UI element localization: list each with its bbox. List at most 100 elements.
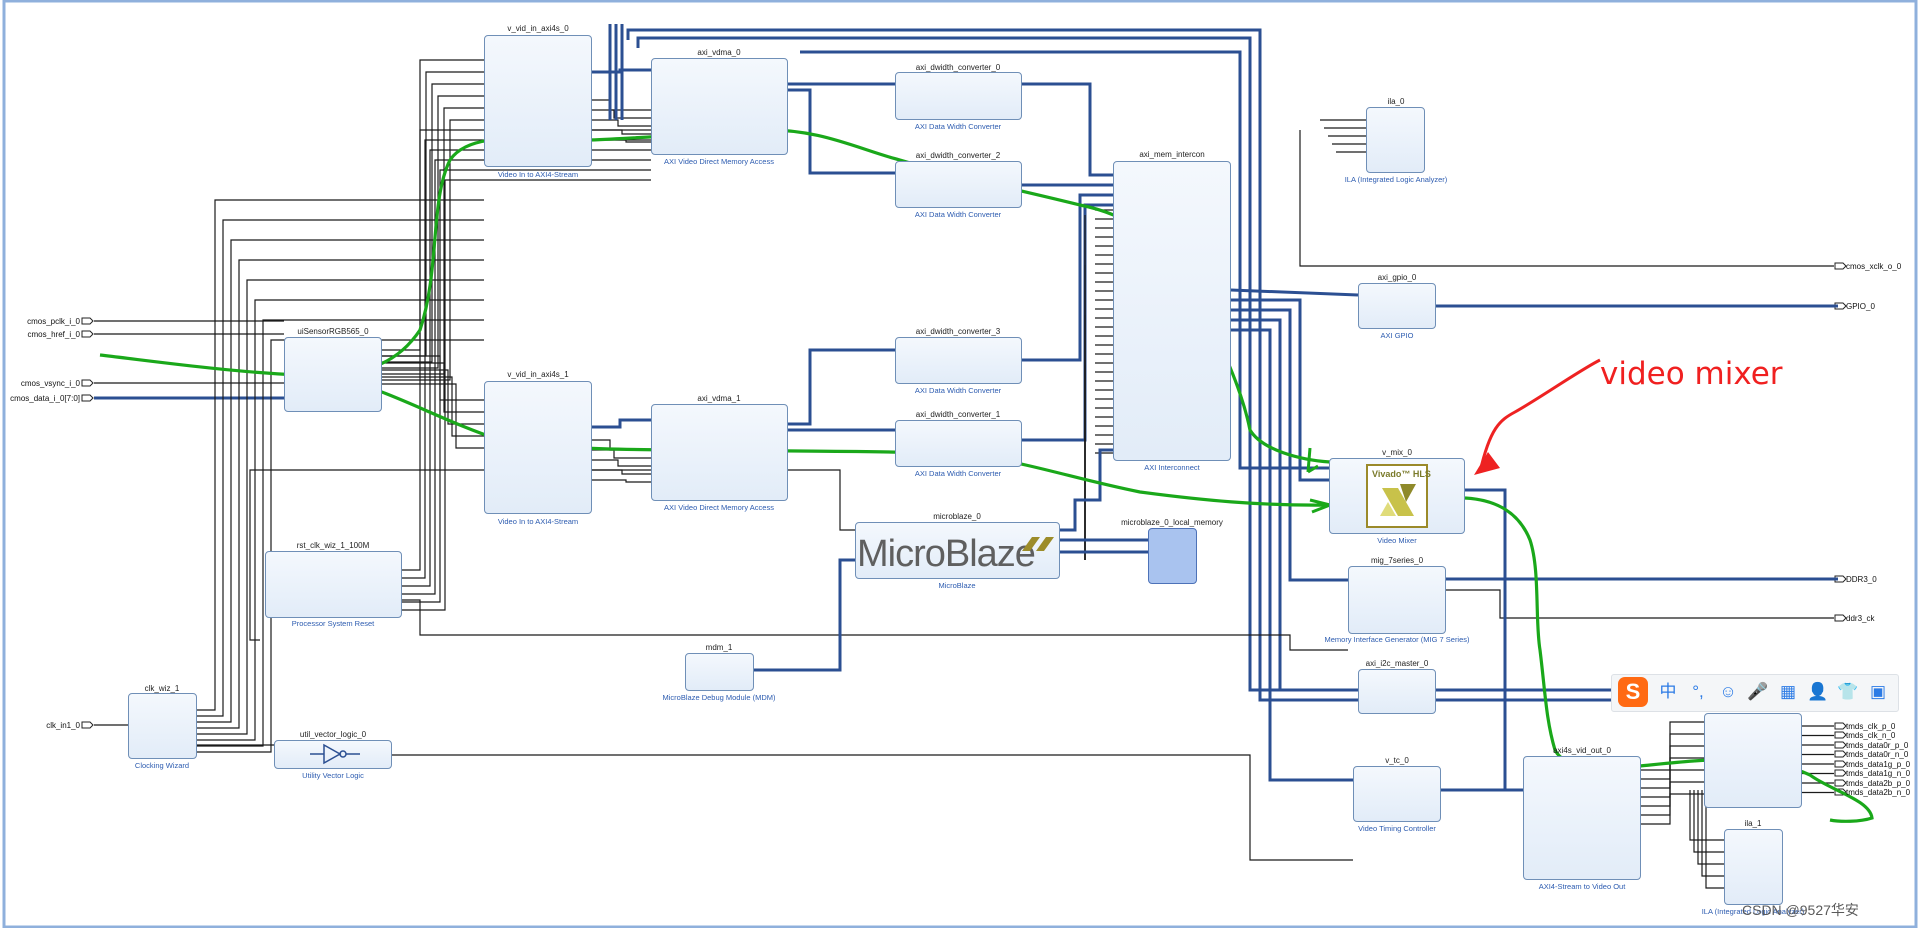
port-tmds-data2b-n: tmds_data2b_n_0 xyxy=(1846,788,1911,797)
ip-name-dwidth-1: axi_dwidth_converter_1 xyxy=(915,410,1001,419)
wire-vidin0-vdma0 xyxy=(592,109,651,119)
bus-dw3-ic xyxy=(1022,193,1113,362)
wire-sensor-vidin0 xyxy=(382,59,484,351)
ip-block-v-vid-in-axi4s-0[interactable] xyxy=(484,35,592,167)
chinese-mode-icon[interactable]: 中 xyxy=(1659,682,1677,701)
ip-block-microblaze-0[interactable] xyxy=(855,522,1060,579)
bus-dw1-ic xyxy=(1022,203,1113,442)
wire-vidin0-vdma0 xyxy=(592,119,651,127)
microphone-icon[interactable]: 🎤 xyxy=(1747,682,1769,701)
ip-subtitle-dwidth-3: AXI Data Width Converter xyxy=(914,386,1002,395)
ip-name-v-tc-0: v_tc_0 xyxy=(1385,756,1409,765)
watermark: CSDN @9527华安 xyxy=(1742,902,1859,918)
skin-icon[interactable]: 👕 xyxy=(1837,682,1859,701)
ip-subtitle-util-vector-logic: Utility Vector Logic xyxy=(302,771,364,780)
wire-sensor-vidin1 xyxy=(382,376,484,437)
wire-sensor-vidin0 xyxy=(382,95,484,369)
ip-block-dwidth-2[interactable] xyxy=(895,161,1022,208)
ip-name-clk-wiz-1: clk_wiz_1 xyxy=(144,684,180,693)
ip-subtitle-axi4s-vid-out-0: AXI4-Stream to Video Out xyxy=(1538,882,1626,891)
ip-block-dwidth-0[interactable] xyxy=(895,72,1022,120)
emoji-icon[interactable]: ☺ xyxy=(1719,682,1737,701)
ip-block-ila-1[interactable] xyxy=(1724,829,1783,905)
annotation-video-mixer: video mixer xyxy=(1600,356,1783,392)
bus-ic-gpio xyxy=(1230,288,1359,297)
bus-ic-vmix xyxy=(1231,298,1329,482)
ip-subtitle-v-tc-0: Video Timing Controller xyxy=(1358,824,1436,833)
ip-block-ila-0[interactable] xyxy=(1366,107,1425,173)
bus-vdma1-dw3 xyxy=(788,348,895,426)
bus-mb-ic xyxy=(1060,448,1113,532)
ip-name-uisensor: uiSensorRGB565_0 xyxy=(297,327,369,336)
wire-sensor-vidin1 xyxy=(382,383,484,449)
port-marker-right xyxy=(1834,614,1847,622)
ip-block-clk-wiz-1[interactable] xyxy=(128,693,197,759)
ip-block-mig-7series-0[interactable] xyxy=(1348,566,1446,634)
user-icon[interactable]: 👤 xyxy=(1807,682,1829,701)
sogou-logo-icon[interactable]: S xyxy=(1618,677,1648,707)
keyboard-icon[interactable]: ▦ xyxy=(1779,682,1797,701)
port-tmds-data0r-n: tmds_data0r_n_0 xyxy=(1846,750,1909,759)
ip-block-dwidth-3[interactable] xyxy=(895,337,1022,384)
port-tmds-data0r-p: tmds_data0r_p_0 xyxy=(1846,741,1909,750)
ip-name-mig-7series-0: mig_7series_0 xyxy=(1370,556,1424,565)
hls-shape-icon xyxy=(1380,484,1416,516)
ip-block-mdm-1[interactable] xyxy=(685,653,754,691)
port-marker-right xyxy=(1834,722,1847,730)
ip-subtitle-v-mix-0: Video Mixer xyxy=(1377,536,1417,545)
ip-block-v-tc-0[interactable] xyxy=(1353,766,1441,822)
annotation-red-arrowhead xyxy=(1474,452,1500,475)
ip-subtitle-dwidth-2: AXI Data Width Converter xyxy=(914,210,1002,219)
port-marker-right xyxy=(1834,769,1847,777)
ip-subtitle-dwidth-0: AXI Data Width Converter xyxy=(914,122,1002,131)
port-clk-in1: clk_in1_0 xyxy=(46,721,80,730)
wire-sensor-vidin1 xyxy=(382,362,484,413)
port-tmds-clk-n: tmds_clk_n_0 xyxy=(1846,731,1896,740)
ip-block-v-vid-in-axi4s-1[interactable] xyxy=(484,381,592,514)
annotation-red-arrow-line xyxy=(1478,358,1601,473)
ip-subtitle-v-vid-in-axi4s-1: Video In to AXI4-Stream xyxy=(497,517,579,526)
ip-name-util-vector-logic: util_vector_logic_0 xyxy=(299,730,367,739)
ip-block-hdmi-tx-0[interactable] xyxy=(1704,713,1802,808)
ip-block-dwidth-1[interactable] xyxy=(895,420,1022,467)
wire-vidin1-vdma1 xyxy=(592,449,651,459)
port-marker-right xyxy=(1834,779,1847,787)
port-cmos-data: cmos_data_i_0[7:0] xyxy=(10,394,80,403)
wire-ddr3-ck xyxy=(1446,589,1834,619)
ip-block-uisensor[interactable] xyxy=(284,337,382,412)
ip-block-axi-gpio-0[interactable] xyxy=(1358,283,1436,329)
ip-name-axi-vdma-0: axi_vdma_0 xyxy=(697,48,741,57)
ip-subtitle-ila-1: ILA (Integrated Logic Analyzer) xyxy=(1701,907,1805,916)
port-cmos-xclk: cmos_xclk_o_0 xyxy=(1846,262,1902,271)
annotation-green-arrowhead xyxy=(1309,498,1331,514)
ip-block-axi-i2c-master-0[interactable] xyxy=(1358,669,1436,714)
wire-ila1-probe xyxy=(1697,790,1724,865)
bus-mdm-mb xyxy=(754,558,855,672)
ip-subtitle-axi-gpio-0: AXI GPIO xyxy=(1380,331,1414,340)
port-marker-right xyxy=(1834,750,1847,758)
port-marker-left xyxy=(81,330,94,338)
bus-ic-mig xyxy=(1231,308,1348,582)
port-marker-left xyxy=(81,394,94,402)
port-cmos-vsync: cmos_vsync_i_0 xyxy=(20,379,80,388)
toolbox-icon[interactable]: ▣ xyxy=(1869,682,1887,701)
wire-clock-net xyxy=(197,319,484,747)
ip-block-axi-vdma-0[interactable] xyxy=(651,58,788,155)
port-gpio: GPIO_0 xyxy=(1846,302,1875,311)
punctuation-icon[interactable]: °, xyxy=(1692,682,1704,701)
bus-ic-vtc xyxy=(1231,328,1353,782)
wire-vidout-hdmi xyxy=(1641,793,1704,825)
ip-block-rst-clk-wiz[interactable] xyxy=(265,551,402,618)
port-tmds-data1g-n: tmds_data1g_n_0 xyxy=(1846,769,1911,778)
ip-block-axi4s-vid-out-0[interactable] xyxy=(1523,756,1641,880)
ip-block-axi-mem-intercon[interactable] xyxy=(1113,161,1231,461)
ip-block-local-memory[interactable] xyxy=(1148,528,1197,584)
ip-block-axi-vdma-1[interactable] xyxy=(651,404,788,501)
wire-clock-net xyxy=(197,219,484,717)
ip-block-util-vector-logic[interactable] xyxy=(274,740,392,769)
wire-reset-net xyxy=(402,169,651,603)
ip-subtitle-mig-7series-0: Memory Interface Generator (MIG 7 Series… xyxy=(1324,635,1470,644)
ip-name-dwidth-0: axi_dwidth_converter_0 xyxy=(915,63,1001,72)
port-marker-left xyxy=(81,379,94,387)
